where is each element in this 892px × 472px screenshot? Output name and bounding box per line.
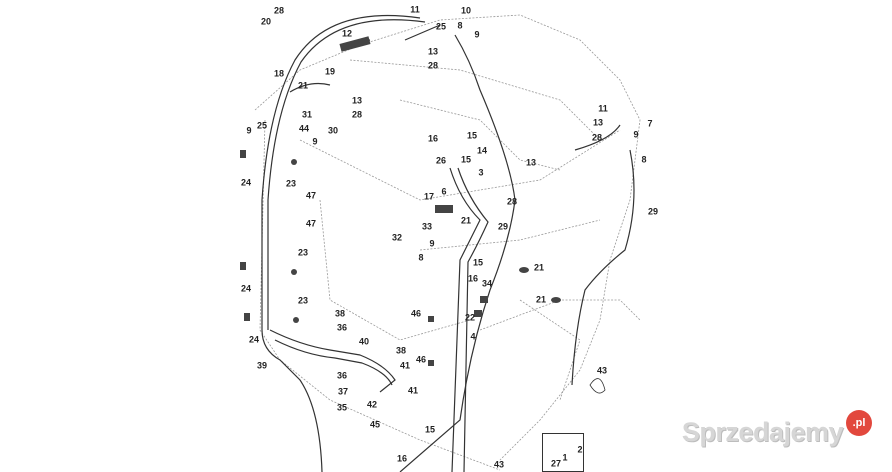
callout-3: 3 (478, 167, 484, 178)
callout-36: 36 (336, 322, 348, 333)
callout-28: 28 (427, 60, 439, 71)
callout-26: 26 (435, 155, 447, 166)
callout-27: 27 (550, 458, 562, 469)
callout-21: 21 (297, 80, 309, 91)
callout-16: 16 (427, 133, 439, 144)
callout-9: 9 (474, 29, 480, 40)
callout-30: 30 (327, 125, 339, 136)
callout-4: 4 (470, 331, 476, 342)
callout-32: 32 (391, 232, 403, 243)
callout-8: 8 (641, 154, 647, 165)
callout-19: 19 (324, 66, 336, 77)
detail-inset-box (542, 433, 584, 472)
callout-25: 25 (435, 21, 447, 32)
callout-44: 44 (298, 123, 310, 134)
callout-46: 46 (410, 308, 422, 319)
callout-38: 38 (334, 308, 346, 319)
callout-11: 11 (598, 103, 608, 114)
callout-13: 13 (427, 46, 439, 57)
callout-29: 29 (497, 221, 509, 232)
callout-9: 9 (312, 136, 318, 147)
callout-12: 12 (341, 28, 353, 39)
callout-36: 36 (336, 370, 348, 381)
callout-28: 28 (351, 109, 363, 120)
callout-42: 42 (366, 399, 378, 410)
callout-34: 34 (481, 278, 493, 289)
callout-23: 23 (297, 295, 309, 306)
callout-21: 21 (533, 262, 545, 273)
callout-15: 15 (460, 154, 472, 165)
callout-17: 17 (423, 191, 435, 202)
callout-15: 15 (466, 130, 478, 141)
callout-31: 31 (301, 109, 313, 120)
callout-28: 28 (591, 132, 603, 143)
callout-35: 35 (336, 402, 348, 413)
callout-8: 8 (457, 20, 463, 31)
callout-29: 29 (647, 206, 659, 217)
callout-14: 14 (476, 145, 488, 156)
callout-21: 21 (460, 215, 472, 226)
callout-16: 16 (467, 273, 479, 284)
callout-40: 40 (358, 336, 370, 347)
hose-routing (261, 15, 635, 472)
watermark-logo: Sprzedajemy (681, 417, 844, 447)
callout-47: 47 (305, 218, 317, 229)
callout-13: 13 (351, 95, 363, 106)
callout-41: 41 (399, 360, 411, 371)
callout-24: 24 (248, 334, 260, 345)
callout-13: 13 (525, 157, 537, 168)
callout-9: 9 (246, 125, 252, 136)
callout-9: 9 (429, 238, 435, 249)
seal-ring-43 (589, 378, 606, 394)
callout-20: 20 (260, 16, 272, 27)
callout-33: 33 (421, 221, 433, 232)
callout-9: 9 (633, 129, 639, 140)
callout-24: 24 (240, 283, 252, 294)
callout-47: 47 (305, 190, 317, 201)
callout-21: 21 (535, 294, 547, 305)
callout-10: 10 (460, 5, 472, 16)
callout-28: 28 (273, 5, 285, 16)
callout-39: 39 (256, 360, 268, 371)
callout-15: 15 (472, 257, 484, 268)
callout-41: 41 (407, 385, 419, 396)
callout-7: 7 (647, 118, 653, 129)
callout-43: 43 (596, 365, 608, 376)
callout-2: 2 (577, 444, 583, 455)
callout-45: 45 (369, 419, 381, 430)
watermark-badge: .pl (846, 410, 872, 436)
callout-28: 28 (506, 196, 518, 207)
callout-22: 22 (464, 312, 476, 323)
callout-11: 11 (410, 4, 420, 15)
callout-43: 43 (493, 459, 505, 470)
part-markers (240, 36, 561, 366)
callout-16: 16 (396, 453, 408, 464)
watermark: Sprzedajemy .pl (682, 410, 872, 448)
cab-frame-outline (254, 14, 641, 471)
callout-24: 24 (240, 177, 252, 188)
callout-6: 6 (441, 186, 447, 197)
callout-1: 1 (562, 452, 568, 463)
callout-38: 38 (395, 345, 407, 356)
callout-46: 46 (415, 354, 427, 365)
callout-18: 18 (273, 68, 285, 79)
callout-15: 15 (424, 424, 436, 435)
callout-25: 25 (256, 120, 268, 131)
callout-23: 23 (285, 178, 297, 189)
callout-37: 37 (337, 386, 349, 397)
callout-8: 8 (418, 252, 424, 263)
callout-23: 23 (297, 247, 309, 258)
callout-13: 13 (592, 117, 604, 128)
